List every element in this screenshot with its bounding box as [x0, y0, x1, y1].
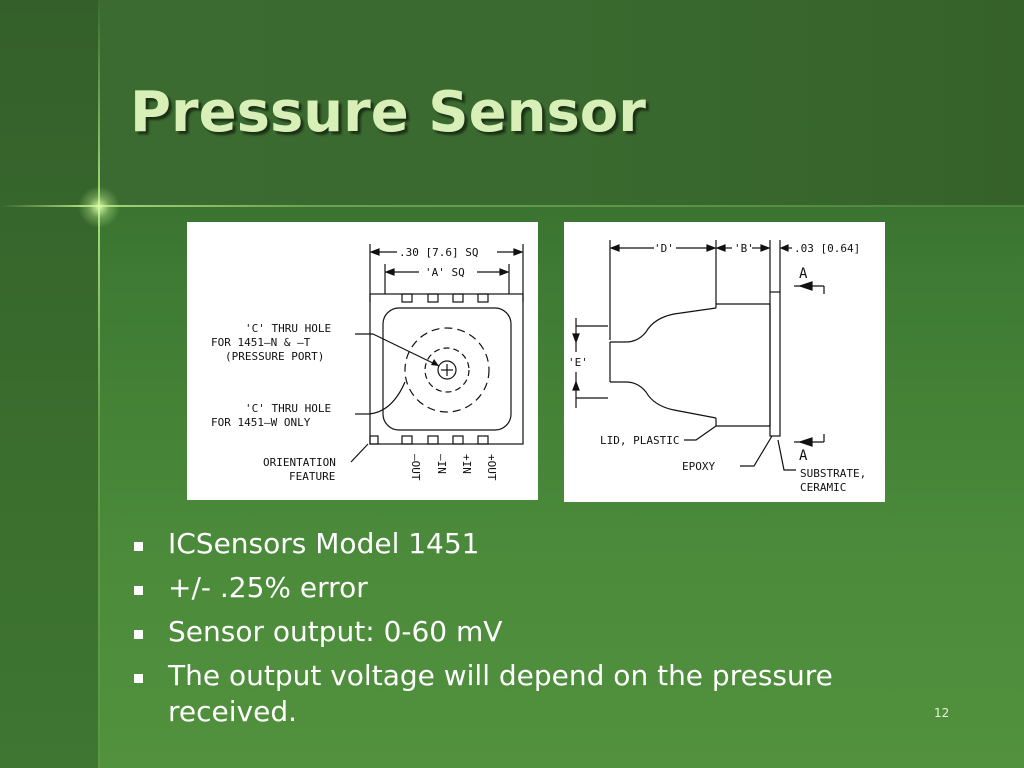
- dim-overall-size: .30 [7.6] SQ: [399, 246, 478, 259]
- label-orientation-line2: FEATURE: [289, 470, 335, 483]
- sensor-side-view-drawing: 'D' 'B' .03 [0.64] A A 'E' LID, PLASTIC …: [568, 240, 866, 494]
- label-a-bottom: A: [799, 448, 808, 464]
- dim-e: 'E': [568, 356, 588, 369]
- bullet-text: Sensor output: 0-60 mV: [168, 615, 503, 648]
- bullet-square-icon: [134, 542, 143, 551]
- vertical-accent-line: [98, 0, 100, 768]
- bullet-item: The output voltage will depend on the pr…: [130, 658, 910, 730]
- bullet-text: ICSensors Model 1451: [168, 527, 480, 560]
- dim-a-square: 'A' SQ: [425, 266, 465, 279]
- bullet-square-icon: [134, 630, 143, 639]
- bullet-list: ICSensors Model 1451 +/- .25% error Sens…: [130, 526, 910, 738]
- label-a-top: A: [799, 266, 808, 282]
- left-band: [0, 0, 98, 768]
- page-number: 12: [934, 706, 950, 720]
- label-orientation-line1: ORIENTATION: [263, 456, 336, 469]
- horizontal-accent-line: [0, 205, 1024, 207]
- sensor-side-view-figure: 'D' 'B' .03 [0.64] A A 'E' LID, PLASTIC …: [564, 222, 885, 502]
- pin-label-out-plus: +OUT: [485, 454, 498, 481]
- dim-03: .03 [0.64]: [794, 242, 860, 255]
- pin-label-in-plus: +IN: [460, 454, 473, 474]
- sensor-top-view-figure: .30 [7.6] SQ 'A' SQ 'C' THRU HOLE FOR 14…: [187, 222, 538, 500]
- title-band: [98, 0, 1024, 205]
- label-c-hole-1-line1: 'C' THRU HOLE: [245, 322, 331, 335]
- label-c-hole-1-line3: (PRESSURE PORT): [225, 350, 324, 363]
- label-c-hole-2-line1: 'C' THRU HOLE: [245, 402, 331, 415]
- bullet-square-icon: [134, 586, 143, 595]
- label-epoxy: EPOXY: [682, 460, 715, 473]
- bullet-item: Sensor output: 0-60 mV: [130, 614, 910, 650]
- bullet-item: +/- .25% error: [130, 570, 910, 606]
- label-substrate-line2: CERAMIC: [800, 481, 846, 494]
- sensor-top-view-drawing: .30 [7.6] SQ 'A' SQ 'C' THRU HOLE FOR 14…: [211, 244, 524, 483]
- bullet-square-icon: [134, 674, 143, 683]
- label-c-hole-1-line2: FOR 1451—N & —T: [211, 336, 311, 349]
- bullet-text: +/- .25% error: [168, 571, 368, 604]
- bullet-item: ICSensors Model 1451: [130, 526, 910, 562]
- dim-d: 'D': [654, 242, 674, 255]
- label-lid-plastic: LID, PLASTIC: [600, 434, 679, 447]
- label-c-hole-2-line2: FOR 1451—W ONLY: [211, 416, 311, 429]
- bullet-text: The output voltage will depend on the pr…: [168, 659, 833, 728]
- dim-b: 'B': [734, 242, 754, 255]
- pin-label-in-minus: —IN: [435, 454, 448, 474]
- accent-glow: [78, 186, 120, 228]
- slide-title: Pressure Sensor: [130, 80, 646, 145]
- label-substrate-line1: SUBSTRATE,: [800, 467, 866, 480]
- pin-label-out-minus: —OUT: [409, 454, 422, 481]
